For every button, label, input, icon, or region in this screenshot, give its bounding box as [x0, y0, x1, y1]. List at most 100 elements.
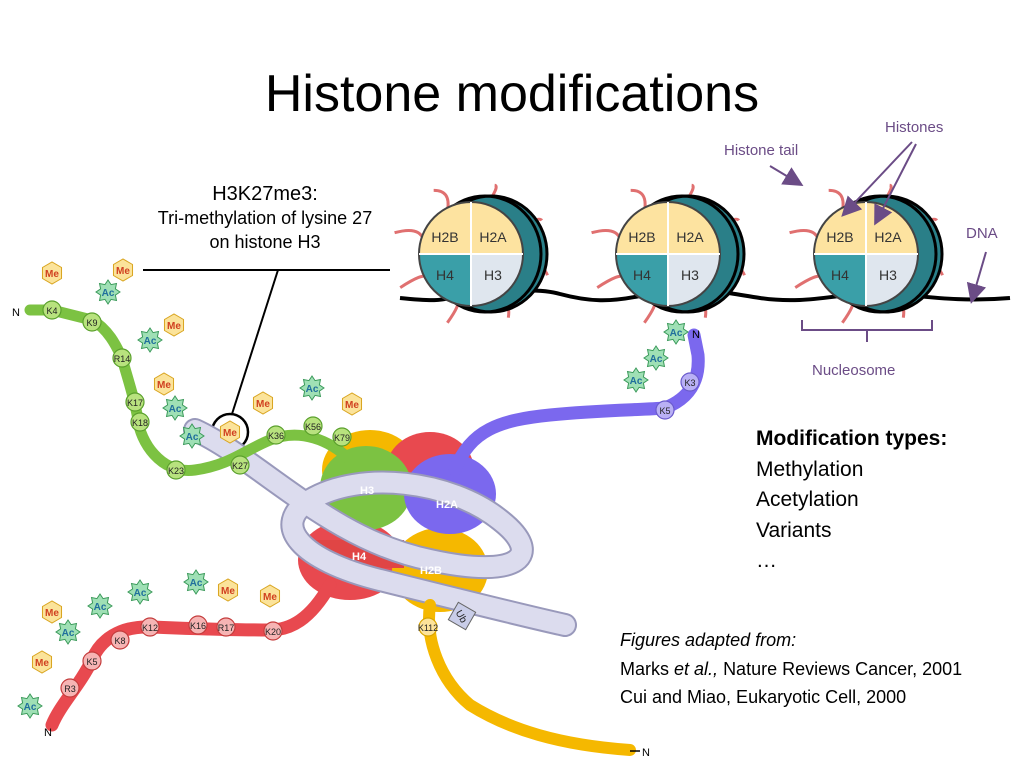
methyl-mark: Me: [41, 600, 63, 624]
h3-tail: [24, 304, 356, 476]
svg-text:Ac: Ac: [62, 628, 75, 639]
core-histone-label: H3: [681, 267, 699, 283]
acetyl-mark: Ac: [643, 345, 669, 371]
methyl-mark: Me: [41, 261, 63, 285]
svg-text:K5: K5: [659, 406, 670, 416]
dna-arrow: [966, 251, 987, 304]
credit-ref2: Cui and Miao, Eukaryotic Cell, 2000: [620, 687, 907, 707]
svg-text:Me: Me: [116, 266, 130, 277]
residue: K4: [42, 300, 62, 320]
residue: K20: [263, 621, 283, 641]
core-histone-label: H2B: [826, 229, 853, 245]
methyl-mark: Me: [219, 420, 241, 444]
residue: K5: [655, 400, 675, 420]
acetyl-mark: Ac: [95, 279, 121, 305]
label-dna: DNA: [966, 225, 998, 242]
svg-text:K16: K16: [190, 621, 206, 631]
credits-heading: Figures adapted from:: [620, 630, 797, 650]
residue: K8: [110, 630, 130, 650]
core-label-h4: H4: [352, 551, 367, 563]
histone-tail-arrow: [769, 165, 804, 187]
modification-types-heading: Modification types:: [756, 427, 948, 450]
svg-text:Ac: Ac: [650, 354, 663, 365]
svg-text:Me: Me: [345, 400, 359, 411]
svg-text:K36: K36: [268, 431, 284, 441]
residue: K79: [332, 427, 352, 447]
svg-text:Me: Me: [157, 380, 171, 391]
svg-text:Ac: Ac: [670, 328, 683, 339]
svg-text:K9: K9: [86, 318, 97, 328]
h4-n-terminus: N: [44, 727, 52, 739]
histones-arrow: [874, 143, 917, 226]
core-histone-label: H2A: [874, 229, 902, 245]
histones-arrow: [841, 141, 913, 217]
svg-text:Me: Me: [167, 321, 181, 332]
svg-text:K23: K23: [168, 466, 184, 476]
figure-credits: Figures adapted from: Marks et al., Natu…: [620, 626, 962, 712]
svg-text:K56: K56: [305, 422, 321, 432]
acetyl-mark: Ac: [179, 423, 205, 449]
svg-text:Ac: Ac: [169, 404, 182, 415]
residue: K16: [188, 615, 208, 635]
residue: K5: [82, 651, 102, 671]
residue: K36: [266, 425, 286, 445]
svg-text:K112: K112: [418, 623, 438, 633]
label-histone-tail: Histone tail: [724, 142, 798, 159]
svg-text:K79: K79: [334, 433, 350, 443]
h2b-n-terminus: N: [642, 747, 650, 759]
acetyl-mark: Ac: [623, 367, 649, 393]
svg-text:K5: K5: [86, 657, 97, 667]
core-histone-label: H3: [484, 267, 502, 283]
methyl-mark: Me: [31, 650, 53, 674]
annotation-line3: on histone H3: [209, 232, 321, 252]
credit-ref1: Marks et al., Nature Reviews Cancer, 200…: [620, 658, 963, 679]
residue: K12: [140, 617, 160, 637]
residue: R17: [216, 617, 236, 637]
residue: K3: [680, 372, 700, 392]
svg-text:Ac: Ac: [102, 288, 115, 299]
svg-text:K17: K17: [127, 398, 143, 408]
acetyl-mark: Ac: [87, 593, 113, 619]
acetyl-mark: Ac: [17, 693, 43, 719]
modification-item: Variants: [756, 518, 832, 542]
svg-text:R3: R3: [64, 684, 76, 694]
h3-n-terminus: N: [12, 307, 20, 319]
callout-pointer: [231, 269, 279, 415]
methyl-mark: Me: [153, 372, 175, 396]
nucleosome-bracket: [801, 320, 933, 342]
residue: R14: [112, 348, 132, 368]
residue: K112: [418, 617, 438, 637]
label-histones: Histones: [885, 119, 943, 136]
svg-text:Me: Me: [223, 428, 237, 439]
core-histone-label: H2B: [431, 229, 458, 245]
core-histone-label: H3: [879, 267, 897, 283]
modification-item: Acetylation: [756, 488, 859, 511]
core-histone-label: H2B: [628, 229, 655, 245]
acetyl-mark: Ac: [137, 327, 163, 353]
residue: R3: [60, 678, 80, 698]
residue: K56: [303, 416, 323, 436]
svg-text:Ac: Ac: [306, 384, 319, 395]
svg-text:Me: Me: [221, 586, 235, 597]
residue: K23: [166, 460, 186, 480]
h3k27me3-annotation: H3K27me3: Tri-methylation of lysine 27 o…: [120, 182, 410, 254]
svg-text:R17: R17: [218, 623, 235, 633]
modification-item: Methylation: [756, 457, 864, 481]
svg-text:Ac: Ac: [24, 702, 37, 713]
core-label-h2b: H2B: [420, 565, 442, 577]
annotation-title: H3K27me3:: [212, 183, 318, 205]
svg-text:Me: Me: [256, 399, 270, 410]
acetyl-mark: Ac: [127, 579, 153, 605]
svg-text:Me: Me: [263, 592, 277, 603]
ubiquitin-mark: Ub: [447, 601, 477, 631]
methyl-mark: Me: [259, 584, 281, 608]
svg-text:K20: K20: [265, 627, 281, 637]
svg-text:Me: Me: [45, 608, 59, 619]
svg-text:Ac: Ac: [630, 376, 643, 387]
svg-text:Me: Me: [45, 269, 59, 280]
svg-text:K18: K18: [132, 418, 148, 428]
